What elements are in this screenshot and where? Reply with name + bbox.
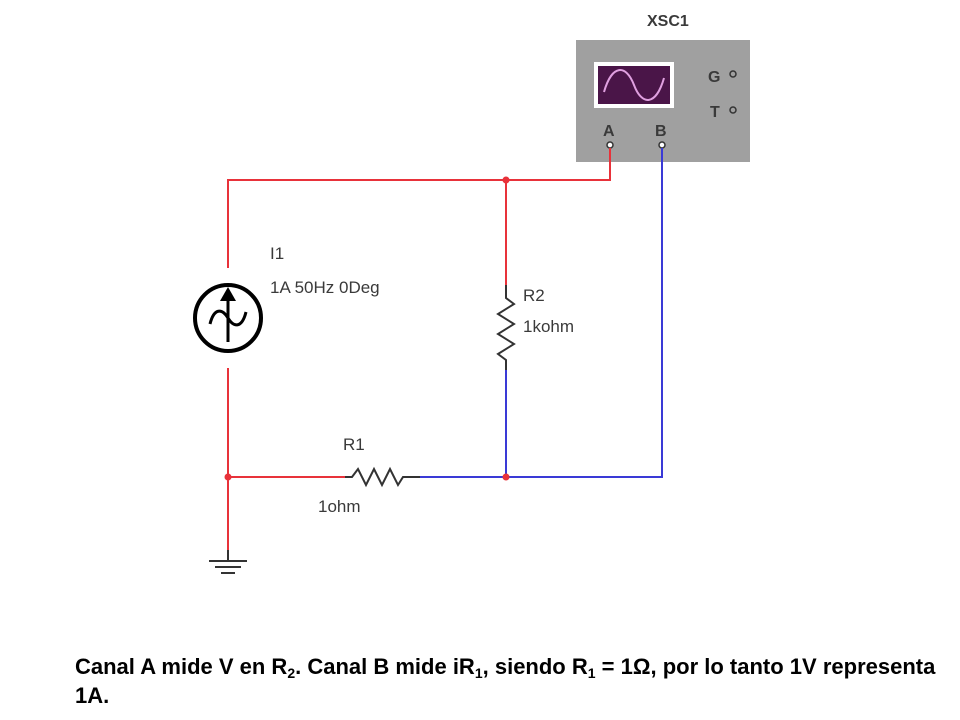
junction-dot xyxy=(502,473,510,481)
wire-channel-a xyxy=(227,148,611,550)
resistor-r1[interactable]: R1 1ohm xyxy=(318,435,420,516)
port-g-terminal[interactable] xyxy=(729,70,737,78)
caption-subscript: 2 xyxy=(287,665,296,681)
caption-part: Canal A mide V en R xyxy=(75,654,288,679)
r1-value-label: 1ohm xyxy=(318,497,361,516)
junction-dot xyxy=(502,176,510,184)
junction-dot xyxy=(224,473,232,481)
caption-subscript: 1 xyxy=(474,665,483,681)
resistor-icon xyxy=(345,466,420,488)
port-g-label: G xyxy=(708,69,720,86)
port-t-label: T xyxy=(710,104,720,121)
r2-ref-label: R2 xyxy=(523,286,545,305)
r2-value-label: 1kohm xyxy=(523,317,574,336)
source-value-label: 1A 50Hz 0Deg xyxy=(270,278,380,297)
caption-part: = 1Ω, por lo tanto 1V representa 1A. xyxy=(75,654,936,708)
oscilloscope-label: XSC1 xyxy=(647,13,689,30)
caption-part: , siendo R xyxy=(482,654,588,679)
sine-wave-icon xyxy=(603,69,665,101)
port-t-terminal[interactable] xyxy=(729,106,737,114)
ground-icon xyxy=(209,550,247,574)
port-b-terminal[interactable] xyxy=(658,141,666,149)
port-b-label: B xyxy=(655,123,667,140)
caption-text: Canal A mide V en R2. Canal B mide iR1, … xyxy=(75,652,955,710)
circuit-schematic: XSC1 G T A B I1 1A 50Hz 0Deg xyxy=(193,13,750,574)
caption-subscript: 1 xyxy=(587,665,596,681)
resistor-icon xyxy=(496,285,516,370)
caption-part: . Canal B mide iR xyxy=(295,654,475,679)
resistor-r2[interactable]: R2 1kohm xyxy=(496,285,574,370)
current-source-i1[interactable]: I1 1A 50Hz 0Deg xyxy=(193,244,380,353)
source-ref-label: I1 xyxy=(270,244,284,263)
port-a-terminal[interactable] xyxy=(606,141,614,149)
r1-ref-label: R1 xyxy=(343,435,365,454)
port-a-label: A xyxy=(603,123,615,140)
oscilloscope-xsc1[interactable]: XSC1 G T A B xyxy=(576,13,750,162)
wire-channel-b xyxy=(420,148,663,478)
